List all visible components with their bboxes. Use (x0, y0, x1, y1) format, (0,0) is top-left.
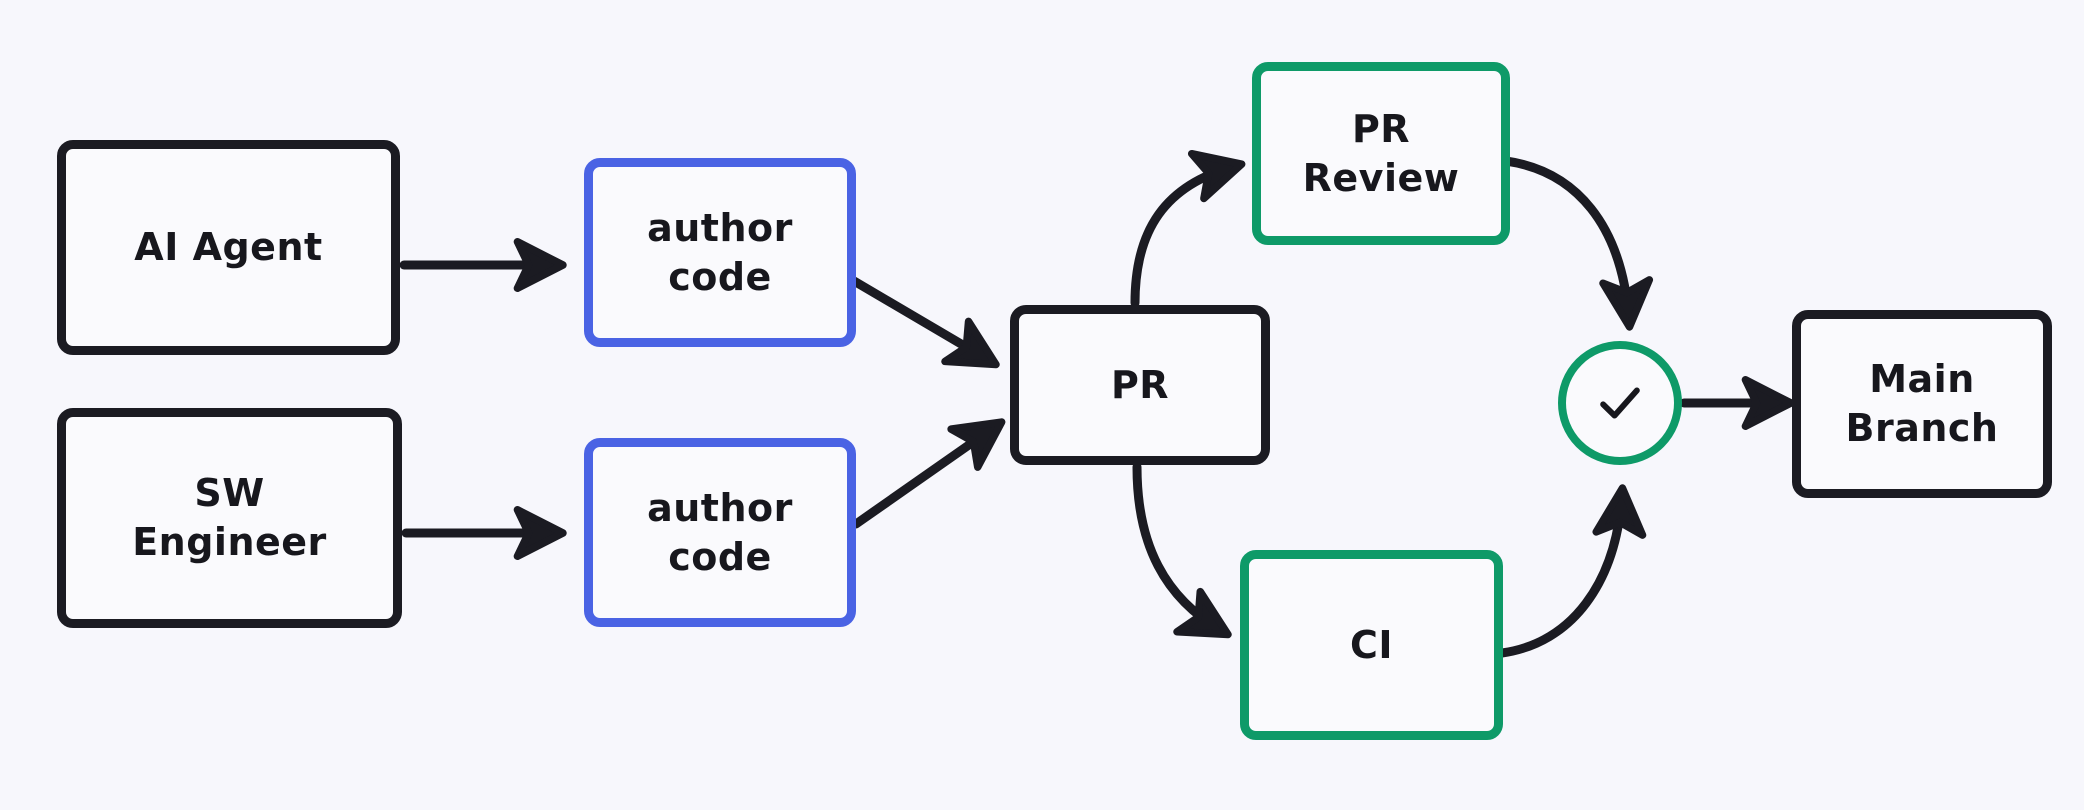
node-pr-label: PR (1110, 362, 1170, 407)
edge-pr-review-to-check (1501, 156, 1654, 331)
node-pr[interactable]: PR (1010, 305, 1270, 465)
node-author-code-engineer-label: author code (647, 485, 793, 579)
node-main-branch-label: Main Branch (1845, 357, 1999, 450)
node-author-code-engineer[interactable]: author code (584, 438, 856, 627)
node-pr-review-label: PR Review (1302, 106, 1460, 200)
edge-pr-to-pr-review (1130, 149, 1246, 308)
node-author-code-agent[interactable]: author code (584, 158, 856, 347)
edge-author-code-agent-to-pr (849, 276, 1000, 369)
node-sw-engineer[interactable]: SW Engineer (57, 408, 402, 628)
node-ai-agent[interactable]: AI Agent (57, 140, 400, 355)
node-ci[interactable]: CI (1240, 550, 1503, 740)
edge-ci-to-check (1497, 484, 1647, 658)
node-ai-agent-label: AI Agent (134, 225, 323, 270)
node-ci-label: CI (1349, 622, 1394, 667)
node-sw-engineer-label: SW Engineer (132, 471, 327, 564)
node-main-branch[interactable]: Main Branch (1792, 310, 2052, 498)
edge-author-code-engineer-to-pr (851, 418, 1006, 529)
check-icon (1600, 387, 1640, 419)
check-gate[interactable] (1558, 341, 1682, 465)
node-author-code-agent-label: author code (647, 205, 793, 299)
edge-pr-to-ci (1132, 462, 1232, 639)
node-pr-review[interactable]: PR Review (1252, 62, 1510, 245)
